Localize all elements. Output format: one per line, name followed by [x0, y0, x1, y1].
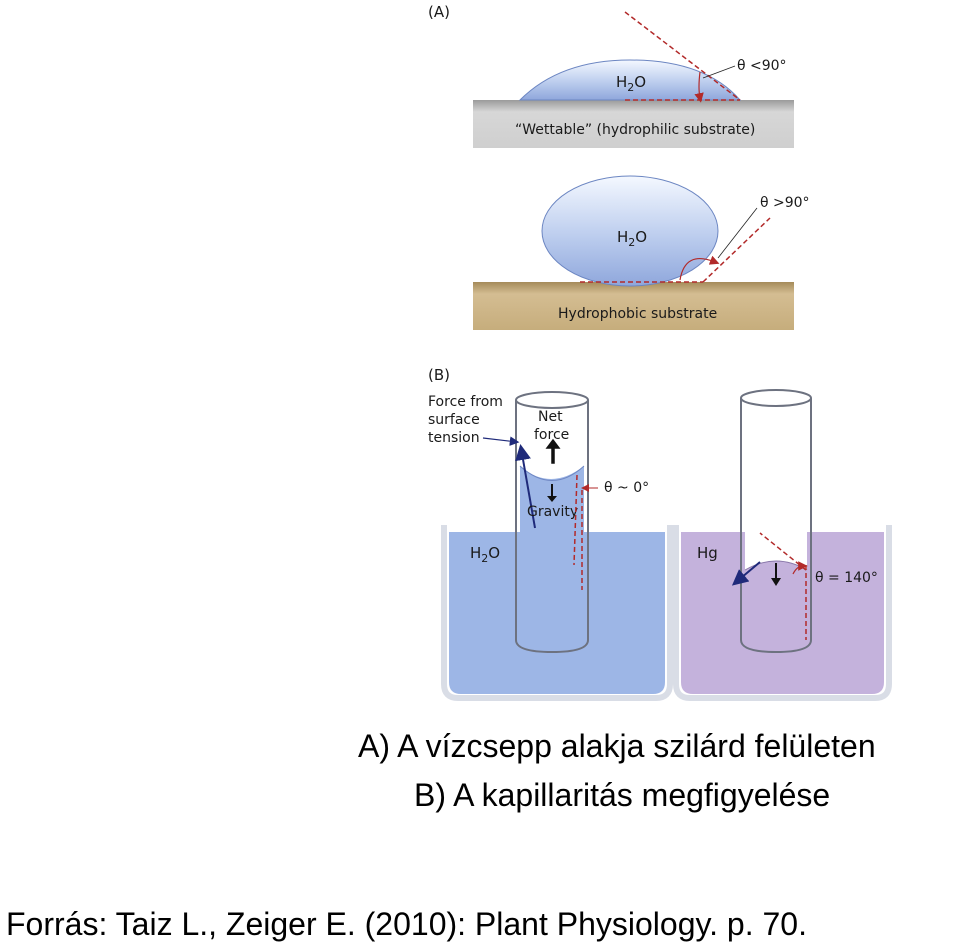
mercury-tube-wall	[740, 398, 812, 654]
wettable-tangent-line	[624, 11, 741, 101]
hydrophobic-drop-label: H2O	[617, 228, 647, 249]
wettable-substrate-label: “Wettable” (hydrophilic substrate)	[515, 122, 755, 138]
hydrophobic-drop-diagram: H2O θ >90° Hydrophobic substrate	[473, 175, 810, 330]
wettable-angle-pointer	[702, 65, 736, 79]
panel-b-label: (B)	[428, 366, 450, 384]
mercury-angle-label: θ = 140°	[815, 570, 878, 586]
wettable-angle-label: θ <90°	[737, 58, 787, 74]
mercury-down-arrow	[771, 563, 781, 586]
net-force-line-1: Net	[538, 409, 563, 425]
net-force-line-2: force	[534, 427, 569, 443]
hydrophobic-substrate-label: Hydrophobic substrate	[558, 306, 717, 322]
mercury-beaker-label: Hg	[697, 544, 718, 562]
wettable-drop-label: H2O	[616, 73, 646, 94]
hydrophobic-substrate	[473, 282, 794, 330]
force-label-line-3: tension	[428, 430, 480, 446]
force-label-line-2: surface	[428, 412, 480, 428]
net-force-arrow	[545, 438, 561, 464]
gravity-label: Gravity	[527, 504, 578, 520]
gravity-arrow	[547, 484, 557, 502]
surface-tension-pointer	[482, 436, 520, 446]
source-citation: Forrás: Taiz L., Zeiger E. (2010): Plant…	[6, 906, 807, 942]
surface-tension-arrow	[515, 444, 536, 529]
water-tube-rim	[515, 391, 589, 409]
water-tube-wall	[515, 400, 589, 654]
caption-b: B) A kapillaritás megfigyelése	[414, 777, 831, 813]
hydrophobic-angle-label: θ >90°	[760, 195, 810, 211]
water-column-in-tube	[520, 466, 584, 640]
hydrophilic-substrate	[473, 100, 794, 148]
wettable-drop-diagram: H2O θ <90° “Wettable” (hydrophilic subst…	[473, 11, 794, 148]
mercury-surface-tension-arrow	[731, 561, 761, 586]
water-angle-label: θ ~ 0°	[604, 480, 649, 496]
hydrophobic-angle-arc	[679, 255, 720, 281]
mercury-beaker-diagram: Hg θ = 140°	[673, 389, 892, 701]
mercury-beaker-outline	[673, 525, 892, 701]
wettable-water-drop	[518, 59, 742, 101]
panel-a-label: (A)	[428, 3, 450, 21]
water-beaker-label: H2O	[470, 544, 500, 565]
water-beaker-outline	[441, 525, 673, 701]
water-beaker-diagram: Net force Gravity θ ~ 0° H2O	[441, 391, 673, 701]
mercury-column-in-tube	[745, 561, 807, 640]
caption-a: A) A vízcsepp alakja szilárd felületen	[358, 728, 876, 764]
mercury-tube-empty	[745, 398, 807, 570]
wettable-angle-arc	[694, 71, 704, 103]
mercury-tube-rim	[740, 389, 812, 407]
force-label-line-1: Force from	[428, 394, 503, 410]
mercury-angle-arc	[792, 561, 808, 575]
water-angle-tangent	[573, 474, 578, 566]
hydrophobic-water-drop	[541, 175, 719, 287]
hydrophobic-angle-pointer	[717, 207, 758, 259]
